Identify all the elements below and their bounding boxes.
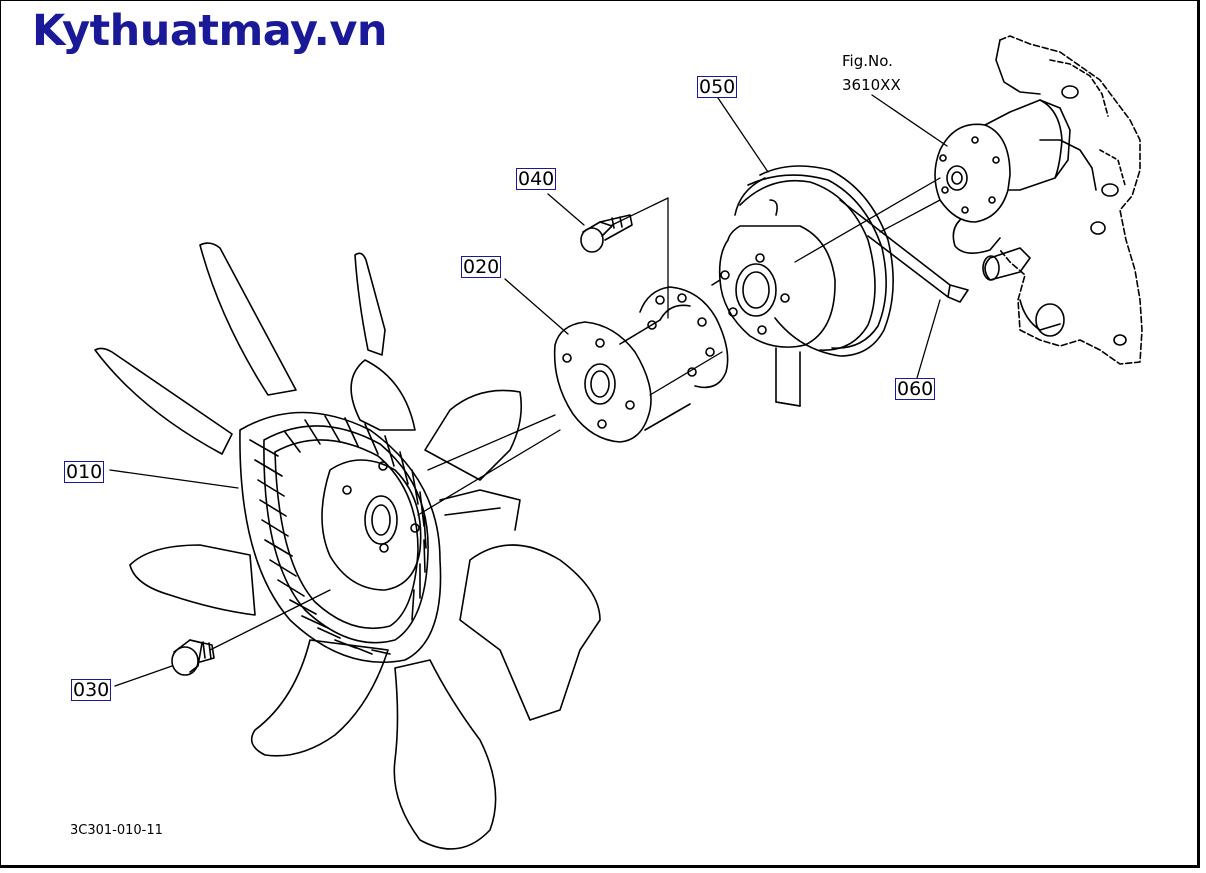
bolt-030 xyxy=(172,640,214,675)
part-label-040[interactable]: 040 xyxy=(516,168,557,190)
figure-ref-line2: 3610XX xyxy=(842,76,901,94)
part-label-010[interactable]: 010 xyxy=(64,461,105,483)
pulley-050 xyxy=(712,166,893,356)
water-pump-flange xyxy=(935,100,1070,222)
spacer-020 xyxy=(555,287,728,442)
part-label-060[interactable]: 060 xyxy=(895,378,936,400)
drawing-code: 3C301-010-11 xyxy=(70,823,163,838)
v-belt-060 xyxy=(776,200,968,406)
brand-logo-text: Kythuatmay.vn xyxy=(32,6,388,56)
assembly-center-line xyxy=(210,178,940,650)
water-pump-housing xyxy=(953,36,1142,364)
part-label-030[interactable]: 030 xyxy=(71,679,112,701)
figure-ref-line1: Fig.No. xyxy=(842,52,893,70)
leader-lines xyxy=(110,95,947,686)
part-label-050[interactable]: 050 xyxy=(697,76,738,98)
part-label-020[interactable]: 020 xyxy=(461,256,502,278)
bolt-040 xyxy=(581,215,632,252)
fan-010 xyxy=(95,243,600,849)
